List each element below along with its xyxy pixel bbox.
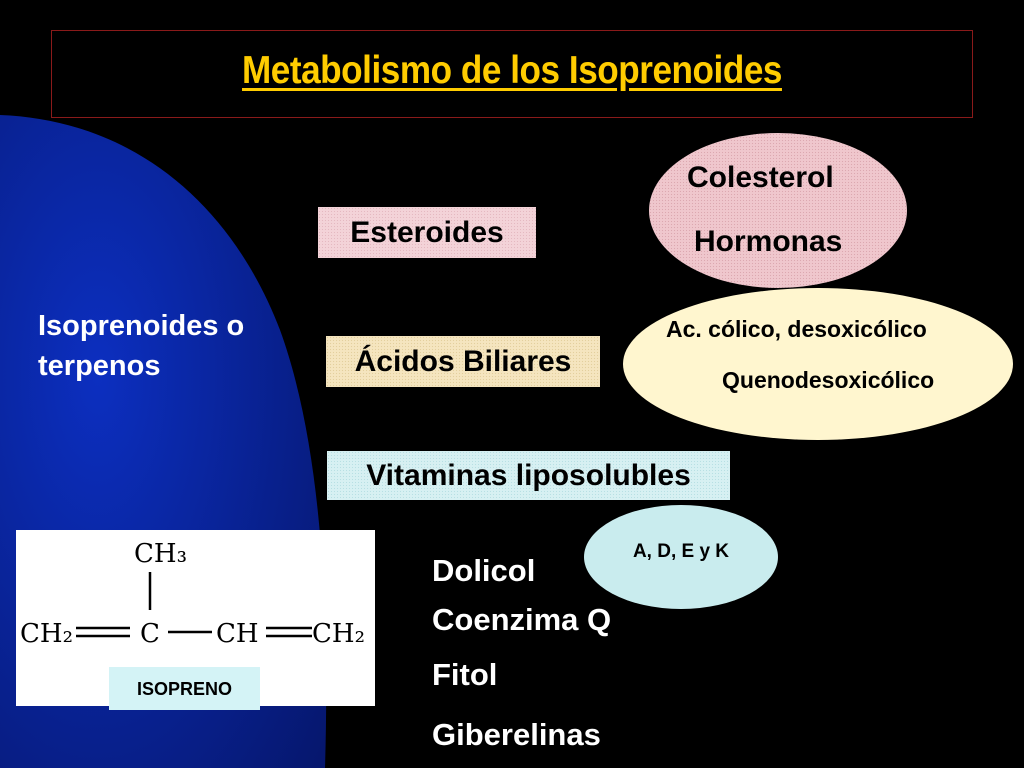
- category-vitaminas-liposolubles: Vitaminas liposolubles: [327, 451, 730, 500]
- category-esteroides: Esteroides: [318, 207, 536, 258]
- side-label-line-2: terpenos: [38, 350, 161, 382]
- oval-acidos-line-1: Ac. cólico, desoxicólico: [666, 316, 927, 342]
- molecule-chain-3: CH: [216, 619, 259, 649]
- oval-hormonas-text: Hormonas: [694, 225, 843, 258]
- oval-colesterol-text: Colesterol: [687, 161, 834, 194]
- item-giberelinas: Giberelinas: [432, 717, 601, 752]
- oval-colesterol-hormonas: Colesterol Hormonas: [649, 133, 907, 288]
- oval-acidos-biliares: Ac. cólico, desoxicólico Quenodesoxicóli…: [623, 288, 1013, 440]
- item-fitol: Fitol: [432, 657, 498, 692]
- category-acidos-biliares: Ácidos Biliares: [326, 336, 600, 387]
- molecule-chain-4: CH₂: [312, 619, 365, 649]
- side-label: Isoprenoides o terpenos: [38, 306, 298, 386]
- isoprene-structure: CH₃ CH₂ C CH CH₂: [16, 530, 375, 706]
- item-dolicol: Dolicol: [432, 553, 536, 588]
- item-coenzima-q: Coenzima Q: [432, 602, 612, 637]
- isopreno-caption: ISOPRENO: [109, 667, 260, 710]
- oval-acidos-line-2: Quenodesoxicólico: [722, 367, 935, 393]
- side-label-line-1: Isoprenoides o: [38, 310, 245, 342]
- molecule-chain-1: CH₂: [20, 619, 73, 649]
- page-title: Metabolismo de los Isoprenoides: [242, 49, 782, 92]
- molecule-chain-2: C: [140, 619, 160, 649]
- oval-vitaminas-text: A, D, E y K: [632, 541, 730, 562]
- title-box: Metabolismo de los Isoprenoides: [51, 30, 973, 118]
- molecule-top-group: CH₃: [134, 539, 187, 569]
- oval-vitaminas: A, D, E y K: [584, 505, 778, 609]
